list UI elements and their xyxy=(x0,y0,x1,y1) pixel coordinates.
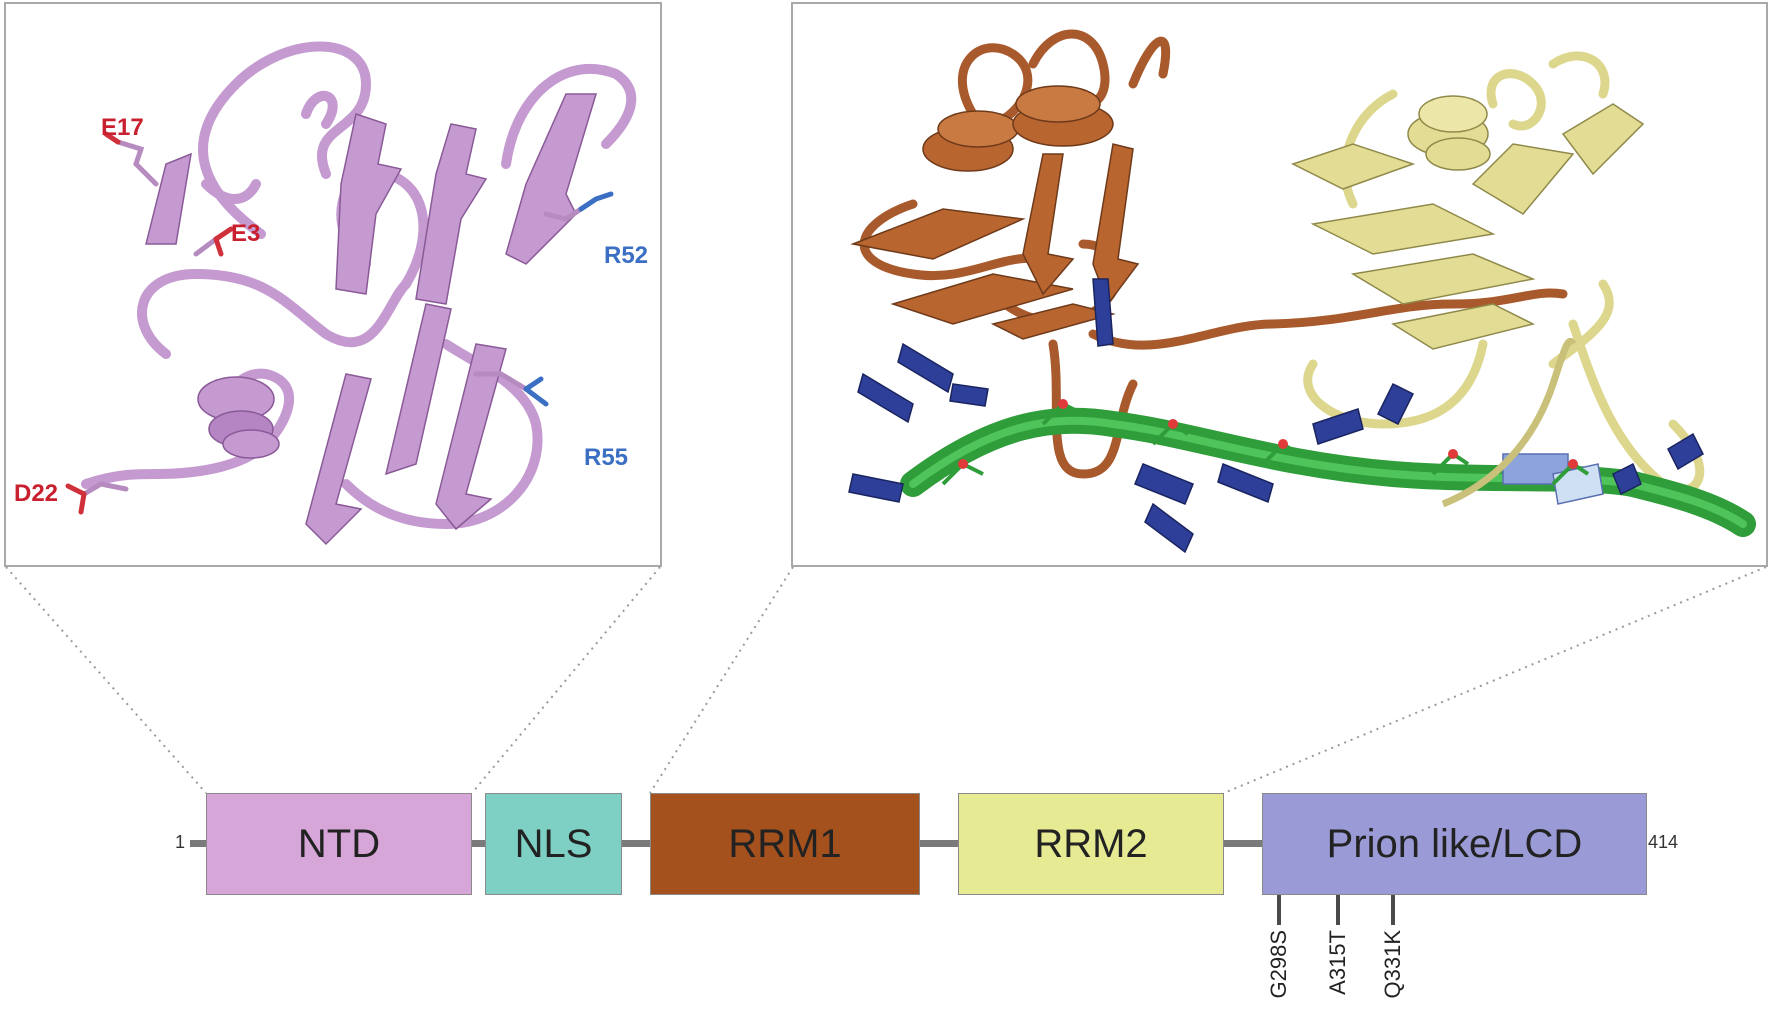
connector-rrm-right xyxy=(1224,567,1766,793)
ntd-structure-panel: E17 E3 D22 R52 R55 xyxy=(4,2,662,567)
start-residue-label: 1 xyxy=(175,832,185,853)
domain-ntd: NTD xyxy=(206,793,472,895)
residue-label-r52: R52 xyxy=(604,242,648,270)
residue-label-r55: R55 xyxy=(584,444,628,472)
domain-rrm2: RRM2 xyxy=(958,793,1224,895)
rrm-rna-complex xyxy=(793,4,1768,567)
mutation-label-a315t: A315T xyxy=(1325,930,1351,995)
mutation-tick-q331k xyxy=(1391,895,1395,925)
residue-label-d22: D22 xyxy=(14,480,58,508)
connector-rrm-left xyxy=(650,567,793,793)
domain-nls: NLS xyxy=(485,793,622,895)
connector-ntd-left xyxy=(6,567,206,793)
mutation-label-g298s: G298S xyxy=(1266,930,1292,999)
ntd-ribbon-structure xyxy=(6,4,662,567)
mutation-tick-a315t xyxy=(1336,895,1340,925)
residue-label-e17: E17 xyxy=(101,114,144,142)
domain-prion-like-lcd: Prion like/LCD xyxy=(1262,793,1647,895)
residue-label-e3: E3 xyxy=(231,220,260,248)
mutation-label-q331k: Q331K xyxy=(1380,930,1406,999)
domain-rrm1: RRM1 xyxy=(650,793,920,895)
rrm-rna-structure-panel xyxy=(791,2,1768,567)
mutation-tick-g298s xyxy=(1277,895,1281,925)
end-residue-label: 414 xyxy=(1648,832,1678,853)
connector-ntd-right xyxy=(472,567,660,793)
